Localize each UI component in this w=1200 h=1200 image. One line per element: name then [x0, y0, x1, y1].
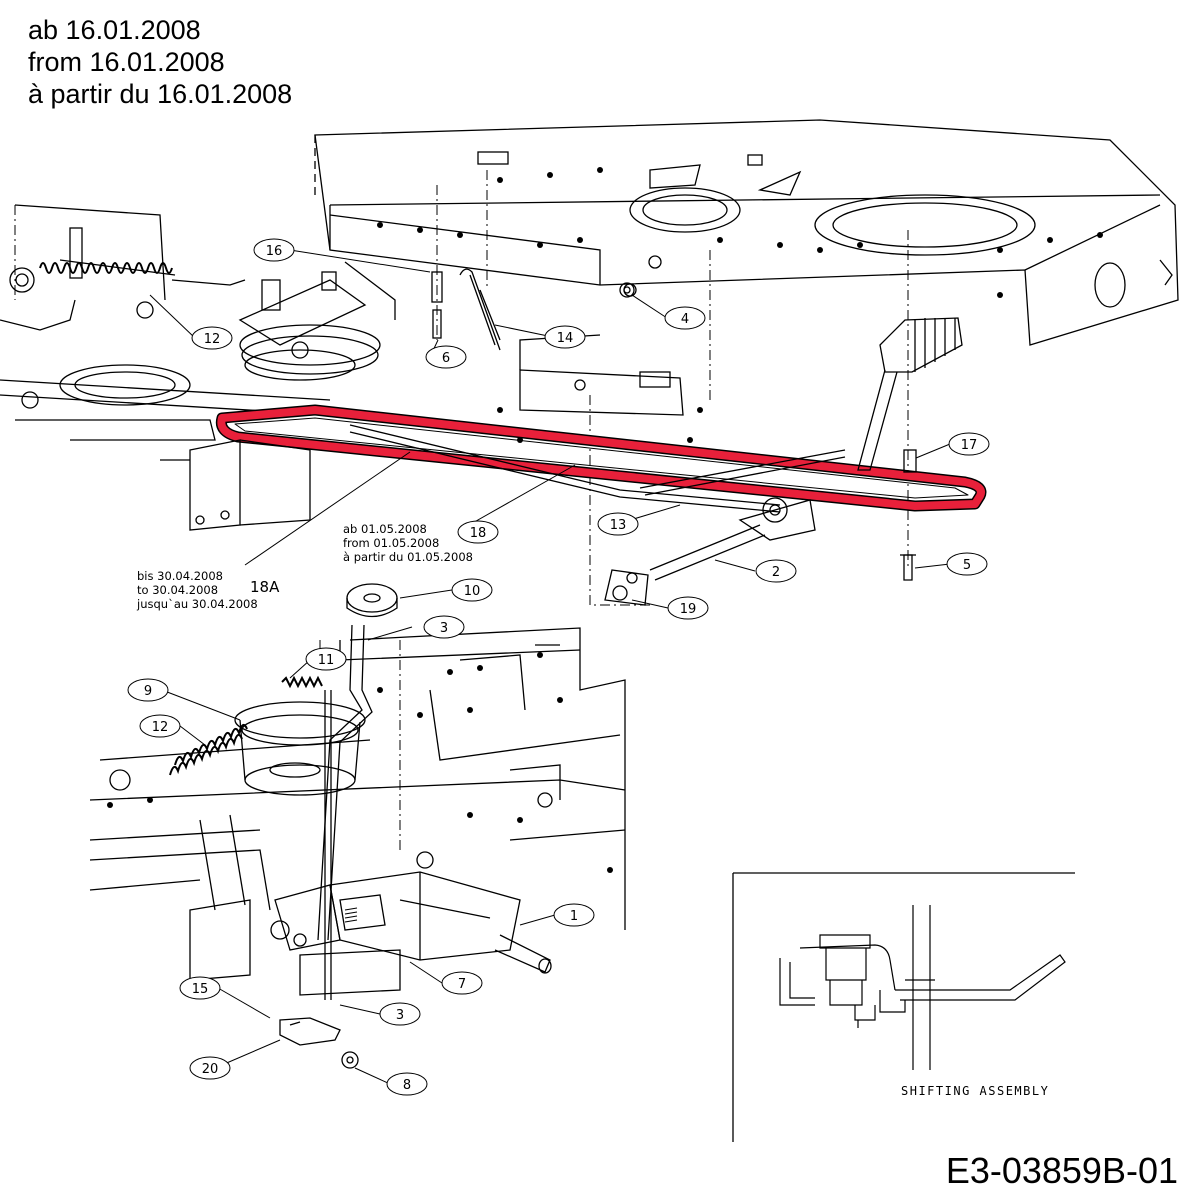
- note-until-30-04-2008: bis 30.04.2008 to 30.04.2008 jusqu`au 30…: [136, 569, 258, 611]
- note-until-line-de: bis 30.04.2008: [137, 569, 223, 583]
- left-side-plates: [160, 439, 311, 531]
- callout-10: 10: [451, 578, 493, 602]
- callout-14-label: 14: [557, 331, 574, 346]
- callout-3-upper: 3: [423, 615, 465, 639]
- transmission-assembly: [270, 871, 552, 996]
- lower-chassis-holes: [107, 652, 613, 873]
- callout-20: 20: [189, 1056, 231, 1080]
- callout-18-label: 18: [470, 526, 487, 541]
- callout-5: 5: [946, 552, 988, 576]
- callout-4: 4: [664, 306, 706, 330]
- callout-15: 15: [179, 976, 221, 1000]
- lower-bracket-and-nut: [279, 1017, 359, 1069]
- header-line-de: ab 16.01.2008: [28, 15, 201, 45]
- callout-10-label: 10: [464, 584, 481, 599]
- note-from-line-fr: à partir du 01.05.2008: [343, 550, 473, 564]
- callout-18: 18: [457, 520, 499, 544]
- callout-14: 14: [544, 325, 586, 349]
- shift-rods: [349, 424, 846, 606]
- callout-3-upper-label: 3: [440, 621, 448, 636]
- transmission-fins: [344, 907, 358, 923]
- left-pulley-assembly: [0, 204, 331, 441]
- callout-17-label: 17: [961, 438, 978, 453]
- callout-6: 6: [425, 345, 467, 369]
- callout-13: 13: [597, 512, 639, 536]
- callout-5-label: 5: [963, 558, 971, 573]
- callout-20-label: 20: [202, 1062, 219, 1077]
- validity-header: ab 16.01.2008 from 16.01.2008 à partir d…: [28, 14, 292, 110]
- callout-9-label: 9: [144, 684, 152, 699]
- note-from-01-05-2008: ab 01.05.2008 from 01.05.2008 à partir d…: [343, 522, 473, 564]
- leader-lines: [149, 249, 951, 1085]
- shift-lever-assembly: [857, 317, 963, 581]
- spring-11: [281, 675, 323, 689]
- detail-caption: SHIFTING ASSEMBLY: [901, 1084, 1049, 1098]
- chassis-holes: [377, 167, 1103, 443]
- header-line-en: from 16.01.2008: [28, 47, 225, 77]
- drawing-number: E3-03859B-01: [945, 1150, 1178, 1191]
- callout-12-lower: 12: [139, 714, 181, 738]
- callout-12-lower-label: 12: [152, 720, 169, 735]
- callout-19-label: 19: [680, 602, 697, 617]
- callout-19: 19: [667, 596, 709, 620]
- tension-spring-top: [39, 262, 173, 274]
- callout-6-label: 6: [442, 351, 450, 366]
- label-18a: 18A: [250, 578, 280, 596]
- note-from-line-en: from 01.05.2008: [343, 536, 439, 550]
- engine-pulley-assembly: [238, 261, 396, 381]
- callout-12-top: 12: [191, 326, 233, 350]
- drive-belt-18: [215, 404, 987, 512]
- callout-12-top-label: 12: [204, 332, 221, 347]
- callout-4-label: 4: [681, 312, 689, 327]
- callout-7-label: 7: [458, 977, 466, 992]
- center-bracket: [519, 334, 684, 416]
- note-until-line-fr: jusqu`au 30.04.2008: [136, 597, 258, 611]
- header-line-fr: à partir du 16.01.2008: [28, 79, 293, 109]
- callout-2-label: 2: [772, 565, 780, 580]
- note-from-line-de: ab 01.05.2008: [343, 522, 427, 536]
- callout-11: 11: [305, 647, 347, 671]
- transmission-pulley: [234, 701, 366, 796]
- callout-8-label: 8: [403, 1078, 411, 1093]
- callout-9: 9: [127, 678, 169, 702]
- lower-chassis-frame: [89, 627, 626, 981]
- note-until-line-en: to 30.04.2008: [137, 583, 218, 597]
- callout-3-lower: 3: [379, 1002, 421, 1026]
- callout-11-label: 11: [318, 653, 335, 668]
- detail-inset-shifting-assembly: SHIFTING ASSEMBLY: [732, 872, 1075, 1142]
- speed-lever-3: [317, 583, 398, 1000]
- callout-15-label: 15: [192, 982, 209, 997]
- callout-7: 7: [441, 971, 483, 995]
- chassis-frame: [314, 119, 1179, 346]
- callout-1: 1: [553, 903, 595, 927]
- callout-16-label: 16: [266, 244, 283, 259]
- fasteners-top: [431, 268, 635, 351]
- callout-16: 16: [253, 238, 295, 262]
- callout-3-lower-label: 3: [396, 1008, 404, 1023]
- callout-2: 2: [755, 559, 797, 583]
- callout-8: 8: [386, 1072, 428, 1096]
- callout-13-label: 13: [610, 518, 627, 533]
- tension-spring-lower: [169, 723, 248, 776]
- callout-17: 17: [948, 432, 990, 456]
- callout-1-label: 1: [570, 909, 578, 924]
